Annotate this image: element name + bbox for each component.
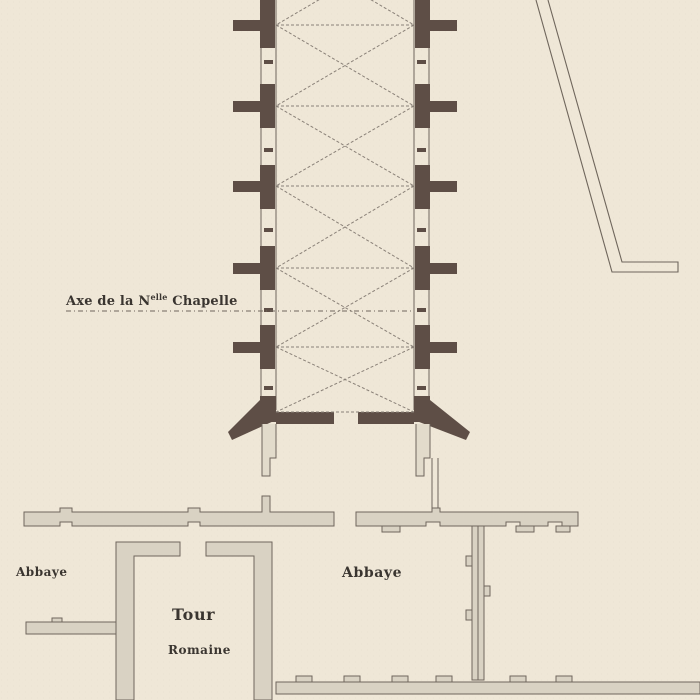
chapel-axis: Axe de la Nelle Chapelle: [65, 292, 412, 312]
old-structure-plan: [23, 495, 700, 700]
abbaye-label-left: Abbaye: [15, 565, 67, 579]
axis-label: Axe de la Nelle Chapelle: [65, 292, 238, 309]
abbaye-label-right: Abbaye: [341, 565, 402, 581]
new-chapel-plan: [228, 0, 470, 508]
rib-vaulting: [275, 0, 415, 413]
window-mullions: [264, 60, 426, 390]
abbey-wall-south: [275, 681, 700, 695]
tour-label: Tour: [172, 605, 215, 624]
abbey-wall-west: [25, 621, 117, 635]
buttresses-left: [233, 0, 275, 369]
outer-boundary-line: [535, 0, 679, 273]
romaine-label: Romaine: [168, 643, 231, 657]
roman-tower-walls: [115, 541, 273, 700]
abbey-wall-north-left: [23, 495, 335, 527]
abbey-wall-north-right: [355, 507, 579, 527]
lower-wall-stubs: [261, 424, 439, 508]
buttresses-right: [415, 0, 457, 369]
facade-walls: [228, 396, 470, 440]
